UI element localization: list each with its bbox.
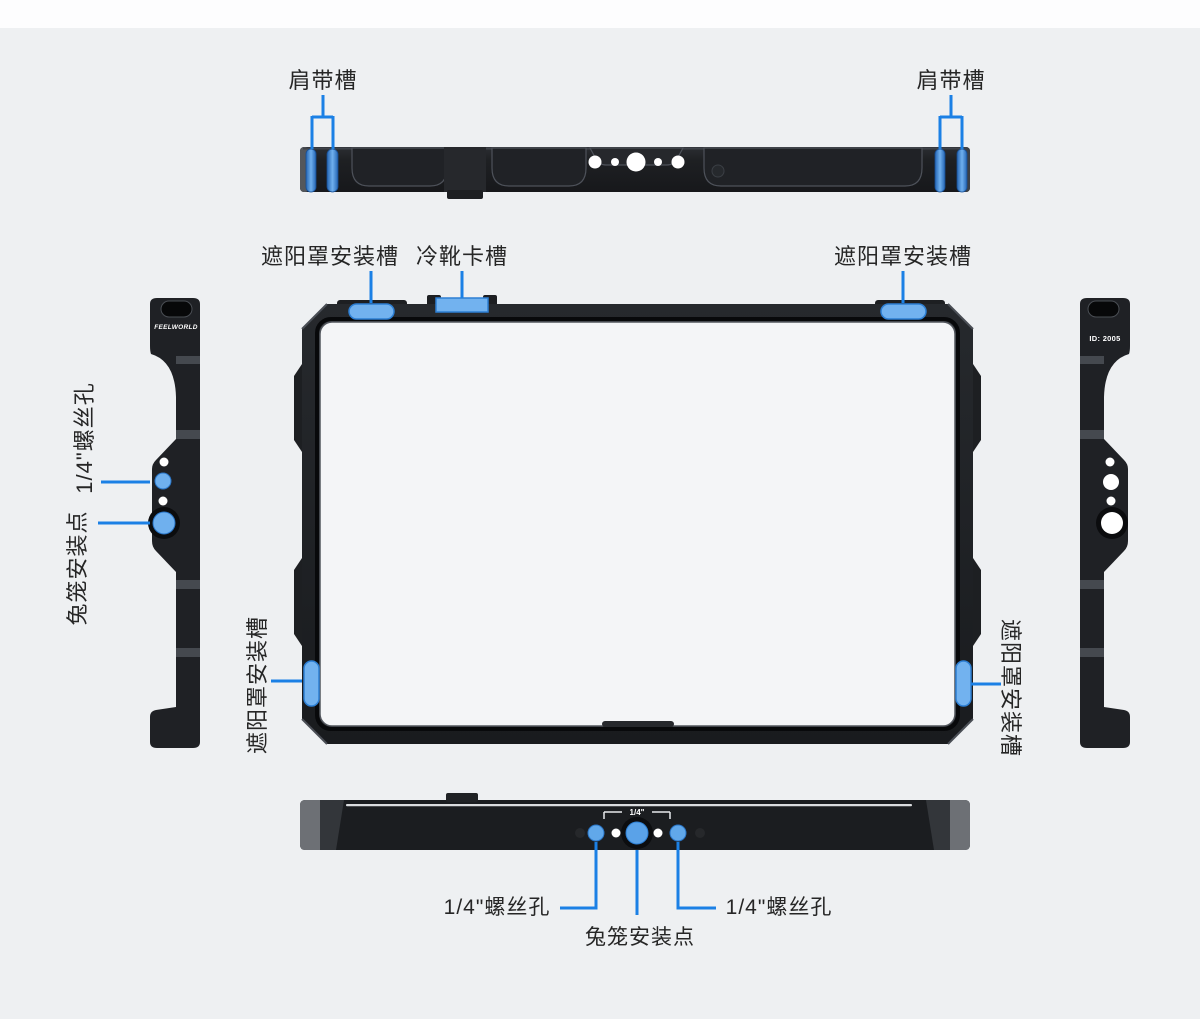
leader-strap-left [310, 95, 335, 149]
frame-chamfer-highlights [301, 303, 974, 745]
top-view-screw-recess [711, 164, 725, 178]
left-rail-hole [159, 457, 169, 467]
callout-cold-shoe-slot: 冷靴卡槽 [415, 244, 509, 269]
right-rail-bands [1080, 356, 1104, 657]
callout-hood-slot-top-right: 遮阳罩安装槽 [833, 244, 973, 269]
leader-strap-right [938, 95, 964, 149]
top-view-holes [588, 152, 685, 172]
right-side-view-drawing: ID: 2005 [1080, 298, 1130, 748]
bottom-view-right-step [926, 800, 950, 850]
id-engraving: ID: 2005 [1089, 334, 1120, 343]
brand-engraving: FEELWORLD [154, 324, 198, 331]
callout-cage-mount-bottom: 兔笼安装点 [585, 926, 695, 949]
callout-strap-slot-top-left: 肩带槽 [288, 68, 358, 93]
callout-quarter-screw-bottom-right: 1/4"螺丝孔 [725, 896, 833, 919]
screen-bezel [315, 317, 960, 731]
callout-quarter-screw-bottom-left: 1/4"螺丝孔 [443, 896, 551, 919]
leader-screw-bottom-right [676, 842, 716, 910]
left-rail-bands [176, 356, 200, 657]
bottom-view-right-cap [950, 800, 970, 850]
cold-shoe-tab-top [447, 190, 483, 199]
left-rail-top-slot [160, 300, 193, 318]
leader-lines [98, 95, 1001, 915]
screen-area [319, 321, 956, 727]
thread-size-bracket [603, 811, 671, 819]
bottom-view-holes [575, 817, 705, 849]
callout-hood-slot-top-left: 遮阳罩安装槽 [260, 244, 400, 269]
top-view-pockets [351, 147, 923, 187]
left-rail-hole [158, 496, 168, 506]
bottom-view-left-step [320, 800, 344, 850]
callout-hood-slot-bottom-right: 遮阳罩安装槽 [998, 618, 1023, 758]
left-side-view-drawing: FEELWORLD [148, 298, 200, 748]
hood-mount-highlights [303, 303, 972, 707]
screen-bottom-notch [602, 721, 674, 727]
right-rail-top-slot [1087, 300, 1120, 318]
callout-quarter-screw-side: 1/4"螺丝孔 [72, 382, 97, 494]
callout-cage-mount-side: 兔笼安装点 [65, 510, 90, 626]
bottom-view-left-cap [300, 800, 320, 850]
cage-mount-highlight-left [152, 511, 176, 535]
callout-hood-slot-bottom-left: 遮阳罩安装槽 [245, 615, 270, 755]
cold-shoe-block-top [444, 147, 486, 192]
front-view-drawing [294, 295, 981, 745]
screw-hole-highlight-left [154, 472, 172, 490]
bottom-view-tab [446, 793, 478, 802]
page-top-band [0, 0, 1200, 28]
leader-screw-bottom-left [560, 842, 598, 910]
callout-strap-slot-top-right: 肩带槽 [916, 68, 986, 93]
cold-shoe-highlight [435, 297, 489, 313]
bottom-view-drawing: 1/4" [300, 793, 970, 850]
thread-size-engraving: 1/4" [630, 808, 645, 817]
bottom-view-edge-highlight [346, 804, 912, 807]
right-rail-holes [1096, 457, 1128, 539]
top-view-drawing [300, 147, 970, 199]
